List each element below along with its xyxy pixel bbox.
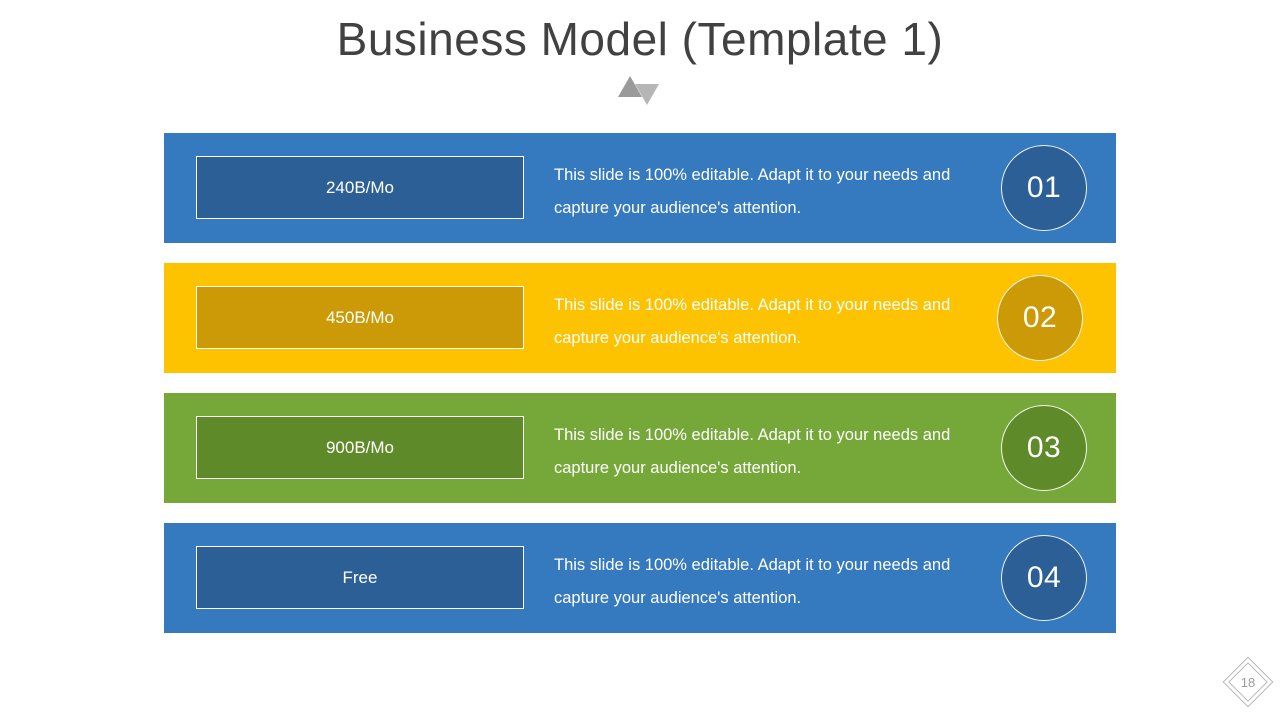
business-model-row[interactable]: 240B/Mo This slide is 100% editable. Adap… — [164, 133, 1116, 243]
row-description: This slide is 100% editable. Adapt it to… — [554, 166, 951, 217]
step-number-circle[interactable]: 03 — [1001, 405, 1087, 491]
page-title: Business Model (Template 1) — [336, 13, 944, 65]
step-number-circle[interactable]: 04 — [1001, 535, 1087, 621]
price-label: 450B/Mo — [325, 307, 395, 327]
step-number-circle[interactable]: 01 — [1001, 145, 1087, 231]
price-box[interactable]: 450B/Mo — [196, 286, 524, 349]
price-box[interactable]: 240B/Mo — [196, 156, 524, 219]
row-description: This slide is 100% editable. Adapt it to… — [554, 426, 951, 477]
step-number-label: 04 — [1026, 561, 1062, 594]
step-number-label: 01 — [1026, 171, 1062, 204]
business-model-row[interactable]: 450B/Mo This slide is 100% editable. Adap… — [164, 263, 1116, 373]
price-label: 900B/Mo — [325, 437, 395, 457]
price-box[interactable]: 900B/Mo — [196, 416, 524, 479]
business-model-row[interactable]: 900B/Mo This slide is 100% editable. Adap… — [164, 393, 1116, 503]
business-model-row[interactable]: Free This slide is 100% editable. Adapt i… — [164, 523, 1116, 633]
title-decoration — [618, 76, 666, 105]
triangle-down-icon — [635, 84, 659, 105]
price-box[interactable]: Free — [196, 546, 524, 609]
step-number-label: 02 — [1022, 301, 1058, 334]
step-number-label: 03 — [1026, 431, 1062, 464]
page-number-label: 18 — [1240, 674, 1256, 690]
page-number-badge: 18 — [1222, 656, 1274, 708]
row-description: This slide is 100% editable. Adapt it to… — [554, 296, 951, 347]
price-label: Free — [342, 567, 378, 587]
step-number-circle[interactable]: 02 — [997, 275, 1083, 361]
row-description: This slide is 100% editable. Adapt it to… — [554, 556, 951, 607]
price-label: 240B/Mo — [325, 177, 395, 197]
